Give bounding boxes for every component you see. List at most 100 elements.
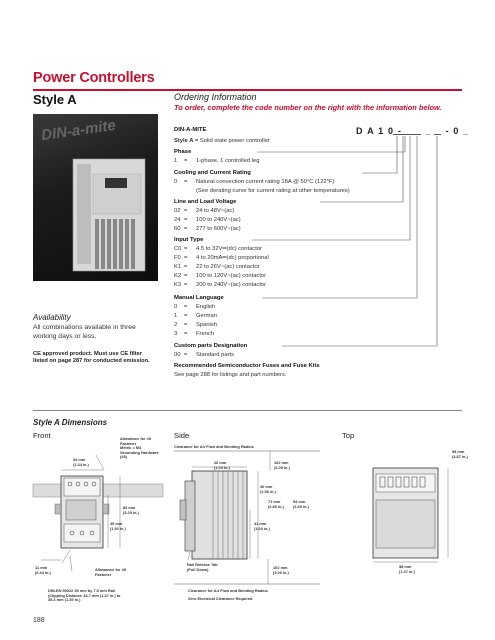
option-row: K2=100 to 120V~(ac) contactor — [174, 273, 266, 279]
fastener-allowance-label: Allowance for #8 Fastener Metric = M4 Gr… — [120, 436, 159, 460]
label-line: 35.3 mm (1.39 in.) — [48, 597, 81, 603]
option-code: F0 — [174, 255, 181, 261]
option-row: C0=4.5 to 32V═(dc) contactor — [174, 246, 262, 252]
front-view-label: Front — [33, 431, 51, 440]
option-code: K3 — [174, 282, 182, 288]
option-eq: = — [184, 158, 188, 164]
label-line: 41 mm — [254, 521, 267, 526]
title-rule — [33, 89, 462, 91]
option-text: Standard parts — [196, 352, 235, 358]
label-line: (4.00 in.) — [273, 569, 289, 575]
depth-71-label: 71 mm (2.80 in.) — [268, 499, 284, 509]
depth-41-label: 41 mm (1.60 in.) — [254, 521, 270, 531]
product-name: DIN-A-MITE — [174, 127, 207, 133]
option-eq: = — [184, 331, 188, 337]
label-line: Clearance for Air Flow and Bending Radiu… — [188, 588, 268, 593]
fuses-heading: Recommended Semiconductor Fuses and Fuse… — [174, 363, 320, 369]
option-code: 1 — [174, 158, 178, 164]
top-view-label: Top — [342, 431, 355, 440]
label-line: 102 mm — [273, 565, 288, 570]
option-row: K3=200 to 240V~(ac) contactor — [174, 282, 266, 288]
label-line: Fastener — [120, 440, 137, 446]
label-line: DIN-EN 50022 35 mm by 7.5 mm Rail — [48, 588, 116, 593]
option-eq: = — [184, 273, 188, 279]
option-text: 1-phase, 1 controlled leg — [196, 158, 260, 164]
option-row: 1 = 1-phase, 1 controlled leg — [174, 158, 260, 164]
option-text: Spanish — [196, 322, 217, 328]
label-line: Fastener — [95, 571, 112, 577]
option-eq: = — [184, 264, 188, 270]
label-line: (3.25 in.) — [123, 509, 139, 515]
height-49-label: 49 mm (1.92 in.) — [110, 521, 126, 531]
height-98-label: 98 mm (3.87 in.) — [452, 449, 468, 459]
width-11-label: 11 mm (0.44 in.) — [35, 565, 51, 575]
depth-40-label: 40 mm (1.56 in.) — [260, 484, 276, 494]
option-code: K2 — [174, 273, 182, 279]
din-rail-label: DIN-EN 50022 35 mm by 7.5 mm Rail (Clipp… — [48, 588, 120, 603]
option-code: 1 — [174, 313, 178, 319]
option-row: 60=277 to 600V~(ac) — [174, 226, 241, 232]
ce-note: CE approved product. Must use CE filter … — [33, 351, 150, 365]
style-title: Style A — [33, 92, 77, 107]
option-row: 24=100 to 240V~(ac) — [174, 217, 241, 223]
rail-release-tab-label: Rail Release Tab (Pull Down) — [187, 562, 218, 572]
label-line: Clearance for Air Flow and Bending Radiu… — [174, 444, 254, 449]
custom-heading: Custom parts Designation — [174, 343, 248, 349]
product-photo: DIN-a-mite — [33, 114, 158, 281]
side-view-label: Side — [174, 431, 190, 440]
option-text: 100 to 240V~(ac) — [196, 217, 241, 223]
label-line: (1.92 in.) — [110, 525, 126, 531]
label-line: (0.44 in.) — [35, 569, 51, 575]
ordering-heading: Ordering Information — [174, 92, 257, 102]
label-line: (3.87 in.) — [452, 453, 468, 459]
option-eq: = — [184, 179, 188, 185]
height-83-label: 83 mm (3.25 in.) — [123, 505, 139, 515]
dimensions-rule — [33, 410, 462, 411]
clearance-102-bottom-label: 102 mm (4.00 in.) — [273, 565, 289, 575]
label-line: Allowance for #8 — [95, 567, 126, 572]
label-line: 40 mm — [260, 484, 273, 489]
width-58-label: 58 mm (1.37 in.) — [399, 564, 415, 574]
option-code: 3 — [174, 331, 178, 337]
option-code: 60 — [174, 226, 181, 232]
option-text: 4.5 to 32V═(dc) contactor — [196, 246, 262, 252]
label-line: (1.60 in.) — [254, 525, 270, 531]
option-eq: = — [184, 208, 188, 214]
label-line: Zero Electrical Clearance Required — [188, 596, 253, 601]
label-line: (3.69 in.) — [293, 503, 309, 509]
option-code: 0 — [174, 179, 178, 185]
option-eq: = — [184, 246, 188, 252]
label-line: 94 mm — [293, 499, 306, 504]
label-line: 11 mm — [35, 565, 48, 570]
option-row: 00=Standard parts — [174, 352, 234, 358]
label-line: (1.56 in.) — [260, 488, 276, 494]
option-eq: = — [184, 217, 188, 223]
option-text: 4 to 20mA═(dc) proportional — [196, 255, 269, 261]
label-line: (#8) — [120, 454, 127, 460]
fuses-text: See page 288 for listings and part numbe… — [174, 372, 287, 378]
clearance-bottom-label: Clearance for Air Flow and Bending Radiu… — [188, 588, 268, 594]
option-text: German — [196, 313, 217, 319]
option-eq: = — [184, 313, 188, 319]
availability-heading: Availability — [33, 313, 71, 322]
option-text: English — [196, 304, 216, 310]
option-code: 2 — [174, 322, 178, 328]
option-row: F0= 4 to 20mA═(dc) proportional — [174, 255, 269, 261]
section-title: Power Controllers — [33, 70, 155, 86]
availability-text: All combinations available in three work… — [33, 324, 136, 340]
label-line: Grounding Hardware — [120, 449, 159, 455]
label-line: 58 mm — [399, 564, 412, 569]
phase-heading: Phase — [174, 149, 192, 155]
label-line: 98 mm — [452, 449, 465, 454]
option-eq: = — [184, 322, 188, 328]
ordering-subheading: To order, complete the code number on th… — [174, 103, 442, 112]
option-eq: = — [184, 255, 188, 261]
label-line: (Pull Down) — [187, 566, 209, 572]
style-line: Style A = Solid state power controller — [174, 138, 270, 144]
fastener-allowance-2-label: Allowance for #8 Fastener — [95, 567, 126, 577]
option-code: K1 — [174, 264, 182, 270]
language-heading: Manual Language — [174, 295, 224, 301]
label-line: Metric = M4 — [120, 445, 142, 451]
style-line-text: Solid state power controller — [199, 138, 270, 144]
